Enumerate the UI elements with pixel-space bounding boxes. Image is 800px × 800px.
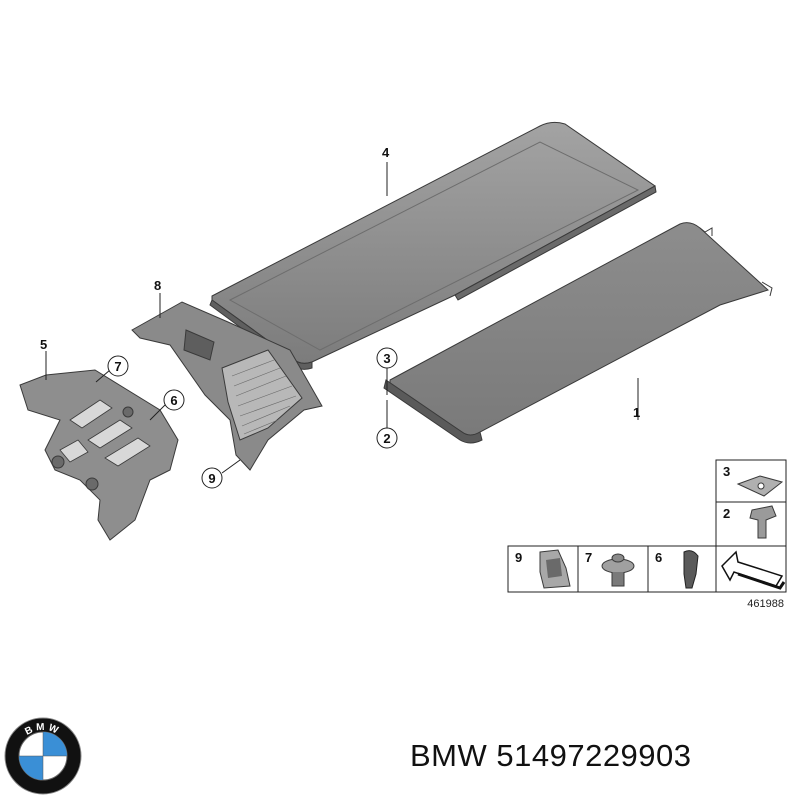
callout-5: 5 (40, 337, 47, 352)
legend-cell-6: 6 (655, 550, 699, 589)
push-clip-icon (749, 505, 777, 539)
leader-lines (45, 162, 639, 474)
callout-4: 4 (382, 145, 390, 160)
callout-9: 9 (201, 467, 223, 489)
logo-lettering: BMW (23, 722, 62, 738)
svg-text:5: 5 (40, 337, 47, 352)
part-4-upper-shelf-panel (209, 121, 657, 370)
legend-cell-3: 3 (723, 464, 784, 497)
diagram-reference-number: 461988 (747, 598, 784, 610)
svg-text:7: 7 (114, 359, 121, 374)
plug-icon (683, 550, 699, 589)
svg-text:3: 3 (383, 351, 390, 366)
fastener-legend: 3 2 9 7 6 461988 (507, 459, 787, 610)
svg-text:6: 6 (655, 550, 662, 565)
svg-text:6: 6 (170, 393, 177, 408)
svg-text:2: 2 (723, 506, 730, 521)
callout-1: 1 (633, 405, 640, 420)
callout-3: 3 (376, 347, 398, 369)
callout-2: 2 (376, 427, 398, 449)
legend-cell-7: 7 (585, 550, 635, 587)
legend-cell-9: 9 (515, 549, 571, 589)
svg-text:9: 9 (515, 550, 522, 565)
svg-text:3: 3 (723, 464, 730, 479)
callout-8: 8 (154, 278, 161, 293)
svg-text:8: 8 (154, 278, 161, 293)
direction-arrow-icon (721, 550, 784, 587)
svg-text:9: 9 (208, 471, 215, 486)
svg-text:4: 4 (382, 145, 390, 160)
bmw-logo: BMW (4, 717, 82, 795)
svg-text:2: 2 (383, 431, 390, 446)
part-number-caption: BMW 51497229903 (410, 738, 692, 773)
legend-cell-direction (721, 550, 786, 590)
svg-text:7: 7 (585, 550, 592, 565)
legend-cell-2: 2 (723, 505, 777, 539)
part-8-speaker-frame (131, 301, 323, 471)
part-1-lower-shelf-panel (383, 222, 773, 444)
part-5-bracket (19, 369, 179, 541)
callout-7: 7 (107, 355, 129, 377)
callout-6: 6 (163, 389, 185, 411)
svg-text:1: 1 (633, 405, 640, 420)
